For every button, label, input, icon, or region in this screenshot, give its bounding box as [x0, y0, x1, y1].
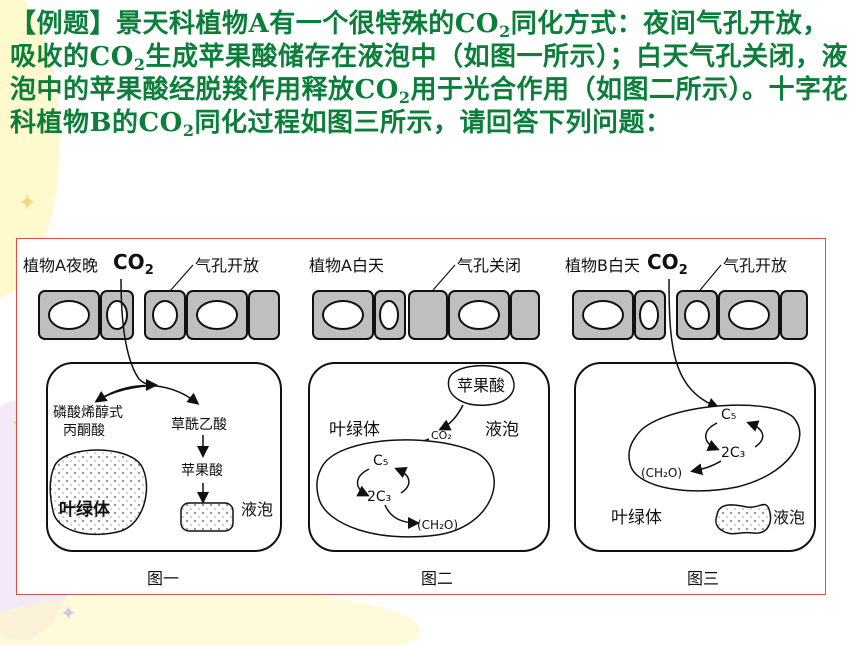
fig2-cycle-arrow-right — [394, 467, 410, 494]
question-bracket-open: 【 — [10, 9, 37, 39]
fig1-oaa-label: 草酰乙酸 — [171, 417, 227, 433]
question-segment: 同化过程如图三所示，请回答下列问题： — [194, 108, 672, 138]
fig3-cycle-arrow-right — [746, 420, 764, 448]
fig1-arrow-pep-to-oaa — [96, 384, 200, 405]
fig2-vacuole — [447, 365, 515, 406]
fig1-co2-label: CO2 — [113, 250, 154, 278]
figure-3: 植物B白天 CO2 气孔开放 C₅ 2C₃ (CH₂O) 叶绿体 液泡 图三 — [565, 250, 816, 588]
fig2-header: 植物A白天 — [309, 256, 384, 275]
fig2-arrow-malate-to-co2 — [438, 404, 464, 431]
question-tag: 例题 — [36, 9, 90, 39]
fig1-malate-label: 苹果酸 — [181, 463, 223, 479]
fig3-chloroplast-label: 叶绿体 — [611, 508, 662, 528]
fig1-chloroplast — [49, 449, 148, 536]
fig2-chloroplast-label: 叶绿体 — [329, 420, 380, 440]
bottom-swirl — [0, 590, 420, 645]
fig2-malate-label: 苹果酸 — [457, 376, 505, 395]
fig2-mesophyll-cell — [308, 362, 550, 552]
fig2-vacuole-label: 液泡 — [485, 420, 519, 440]
figure-1: 植物A夜晚 CO2 气孔开放 磷酸烯醇式 丙酮酸 草酰乙酸 苹果酸 叶绿体 — [23, 250, 282, 588]
figure-panel: 植物A夜晚 CO2 气孔开放 磷酸烯醇式 丙酮酸 草酰乙酸 苹果酸 叶绿体 — [16, 238, 826, 595]
fig1-pep-label-2: 丙酮酸 — [63, 423, 105, 439]
fig1-stomata-label: 气孔开放 — [195, 256, 259, 275]
sparkle-icon: ✦ — [60, 601, 77, 625]
question-text: 【例题】景天科植物A有一个很特殊的CO2同化方式：夜间气孔开放，吸收的CO2生成… — [10, 8, 852, 140]
fig3-vacuole-label: 液泡 — [773, 508, 805, 527]
fig3-mesophyll-cell — [574, 362, 816, 552]
fig3-epidermis — [572, 290, 808, 340]
fig2-c5-label: C₅ — [373, 453, 388, 469]
sparkle-icon: ✦ — [18, 191, 36, 216]
fig1-vacuole-label: 液泡 — [241, 500, 273, 519]
fig3-cycle-arrow-left — [705, 422, 720, 451]
fig2-cycle-arrow-left — [356, 468, 370, 497]
fig2-stomata-label: 气孔关闭 — [457, 256, 521, 275]
subscript: 2 — [499, 22, 511, 41]
fig3-c5-label: C₅ — [721, 407, 736, 423]
fig1-pep-label: 磷酸烯醇式 — [53, 404, 123, 421]
fig1-vacuole — [180, 502, 234, 532]
question-segment: 用于光合作用（如图二所示）。十字花科植物B的CO — [10, 75, 848, 138]
fig2-co2-small: CO₂ — [431, 429, 452, 442]
question-segment: 景天科植物A有一个很特殊的CO — [116, 9, 500, 39]
fig1-epidermis — [38, 290, 280, 340]
fig1-chloroplast-label: 叶绿体 — [59, 499, 111, 520]
question-segment: 同化方式：夜间气孔开放，吸收的CO — [10, 9, 829, 72]
fig1-mesophyll-cell — [46, 362, 282, 552]
figure-svg: 植物A夜晚 CO2 气孔开放 磷酸烯醇式 丙酮酸 草酰乙酸 苹果酸 叶绿体 — [23, 250, 816, 588]
subscript: 2 — [398, 88, 411, 107]
fig3-caption: 图三 — [687, 569, 719, 588]
fig2-caption: 图二 — [421, 569, 453, 588]
fig2-c3-label: 2C₃ — [367, 489, 391, 505]
fig2-arrow-to-ch2o — [384, 504, 420, 529]
fig3-c3-label: 2C₃ — [721, 445, 745, 461]
figure-2: 植物A白天 气孔关闭 苹果酸 液泡 CO₂ 叶绿体 C₅ 2C₃ (CH₂O) … — [308, 256, 550, 588]
fig3-vacuole — [715, 503, 772, 535]
subscript: 2 — [182, 121, 195, 140]
fig3-co2-path-arrow — [668, 278, 720, 410]
fig1-header: 植物A夜晚 — [23, 256, 98, 275]
question-bracket-close: 】 — [89, 9, 117, 39]
fig3-co2-label: CO2 — [647, 250, 688, 278]
fig3-stomata-label: 气孔开放 — [723, 256, 787, 275]
fig2-epidermis — [312, 290, 540, 340]
left-swirl-yellow — [0, 0, 60, 299]
fig3-header: 植物B白天 — [565, 256, 640, 275]
question-segment: 生成苹果酸储存在液泡中（如图一所示）；白天气孔关闭，液泡中的苹果酸经脱羧作用释放… — [10, 42, 848, 105]
fig3-arrow-to-ch2o — [690, 460, 722, 476]
subscript: 2 — [133, 55, 146, 74]
fig1-caption: 图一 — [147, 569, 179, 588]
fig2-ch2o-label: (CH₂O) — [417, 518, 458, 532]
fig3-ch2o-label: (CH₂O) — [641, 466, 682, 480]
